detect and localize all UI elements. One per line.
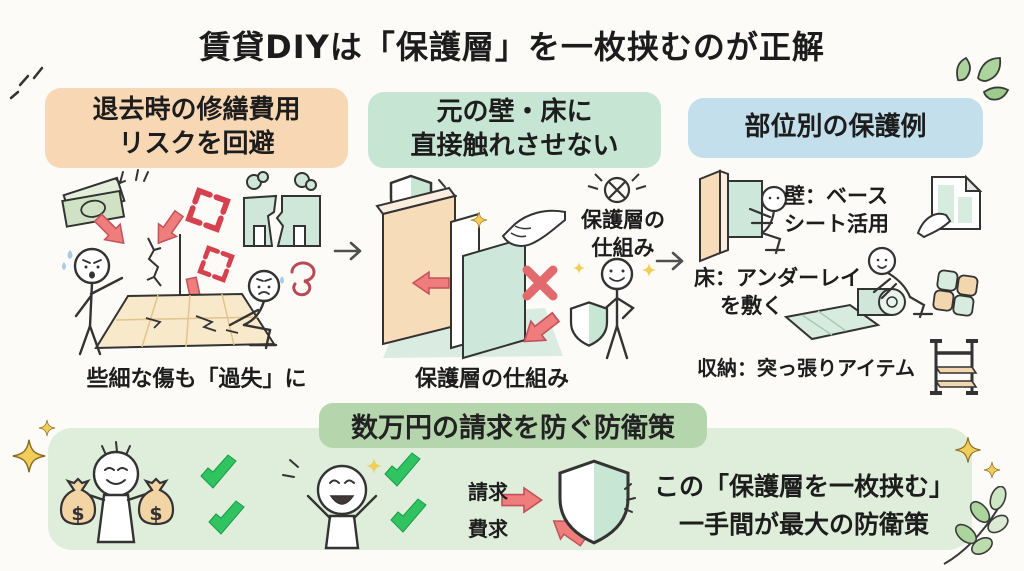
check-mark-icon <box>200 454 237 489</box>
money-bag-icon: $ <box>137 477 175 526</box>
label-line: 床：アンダーレイ <box>694 266 862 290</box>
header-line: 直接触れさせない <box>410 131 619 161</box>
money-bag-icon: $ <box>59 477 97 526</box>
dollar-sign: $ <box>149 503 162 525</box>
defense-panel-header: 数万円の請求を防ぐ防衛策 <box>319 403 707 448</box>
header-line: 部位別の保護例 <box>744 112 927 143</box>
defense-panel <box>48 428 972 550</box>
message-line: この「保護層を一枚挟む」 <box>653 472 954 501</box>
protective-sheet-mint <box>462 236 526 360</box>
anger-mark-icon <box>189 191 227 229</box>
defense-illustration: $ $ <box>59 441 636 550</box>
page-title: 賃貸DIYは「保護層」を一枚挟むのが正解 <box>199 28 825 66</box>
wall-basesheet-icon <box>699 169 763 263</box>
label-line: を敷く <box>720 294 783 319</box>
defense-message: この「保護層を一枚挟む」 一手間が最大の防衛策 <box>648 468 960 543</box>
storage-example-label: 収納：突っ張りアイテム <box>697 356 915 380</box>
message-line: 一手間が最大の防衛策 <box>678 509 929 539</box>
protection-layer-side-label: 保護層の 仕組み <box>568 206 678 263</box>
panel-header-repair-risk: 退去時の修繕費用 リスクを回避 <box>45 88 348 168</box>
deflect-label-cost: 費求 <box>468 517 508 541</box>
emphasis-lines-icon <box>9 66 44 100</box>
check-mark-icon <box>390 498 427 533</box>
wall-icon <box>375 186 457 346</box>
label-line: 壁：ベース <box>784 184 888 208</box>
protection-layer-illustration <box>375 173 657 360</box>
deflect-label-claim: 請求 <box>468 480 508 504</box>
protection-examples-illustration <box>699 169 983 395</box>
check-mark-icon <box>384 452 421 487</box>
red-arrow-icon <box>148 206 189 251</box>
worried-person-icon <box>62 247 124 356</box>
shield-icon <box>569 301 609 347</box>
sheet-hand-icon <box>916 174 983 239</box>
wall-example-label: 壁：ベース シート活用 <box>784 182 889 239</box>
floor-example-label: 床：アンダーレイ を敷く <box>694 264 861 321</box>
x-mark-icon <box>522 265 558 301</box>
hand-icon <box>501 209 566 247</box>
leaf-icon <box>956 56 1010 101</box>
scratched-floor-icon <box>94 292 276 350</box>
dollar-sign: $ <box>71 503 84 525</box>
header-line: 退去時の修繕費用 <box>92 95 301 126</box>
header-line: 元の壁・床に <box>436 97 593 128</box>
person-rolling-icon <box>867 246 934 319</box>
check-mark-icon <box>208 500 245 535</box>
falling-lines-icon <box>115 169 149 184</box>
sparkle-star-icon <box>641 262 657 278</box>
joint-mats-icon <box>932 269 979 317</box>
cheering-person-icon <box>282 457 383 550</box>
arrow-right-icon <box>333 241 362 261</box>
happy-person-with-shield-icon <box>597 257 635 360</box>
sad-person-icon <box>228 269 284 350</box>
panel-header-no-direct-contact: 元の壁・床に 直接触れさせない <box>368 92 661 168</box>
confusion-swirl-icon <box>290 261 316 297</box>
header-line: リスクを回避 <box>118 129 275 159</box>
label-line: シート活用 <box>784 212 889 237</box>
side-label-line: 仕組み <box>591 236 655 261</box>
person-applying-sheet-icon <box>748 185 788 255</box>
protection-layer-caption: 保護層の仕組み <box>414 367 569 392</box>
repair-risk-illustration <box>61 169 321 356</box>
repair-risk-caption: 些細な傷も「過失」に <box>86 367 307 392</box>
sparkle-star-icon <box>954 436 1001 479</box>
shield-deflect-icon <box>501 459 636 550</box>
arrow-right-icon <box>655 251 684 271</box>
wall-crack-icon <box>146 237 162 287</box>
anger-mark-icon <box>200 248 232 280</box>
crossed-circle-icon <box>587 173 647 204</box>
tension-rack-icon <box>930 339 978 395</box>
broken-wall-icon <box>243 171 321 247</box>
money-bills-icon <box>61 176 126 228</box>
sparkle-star-icon <box>572 261 586 275</box>
sparkle-star-icon <box>365 457 383 475</box>
panel-header-protection-examples: 部位別の保護例 <box>688 98 983 158</box>
side-label-line: 保護層の <box>581 208 665 232</box>
leaf-branch-icon <box>943 486 1009 565</box>
person-with-money-icon: $ $ <box>59 441 175 544</box>
